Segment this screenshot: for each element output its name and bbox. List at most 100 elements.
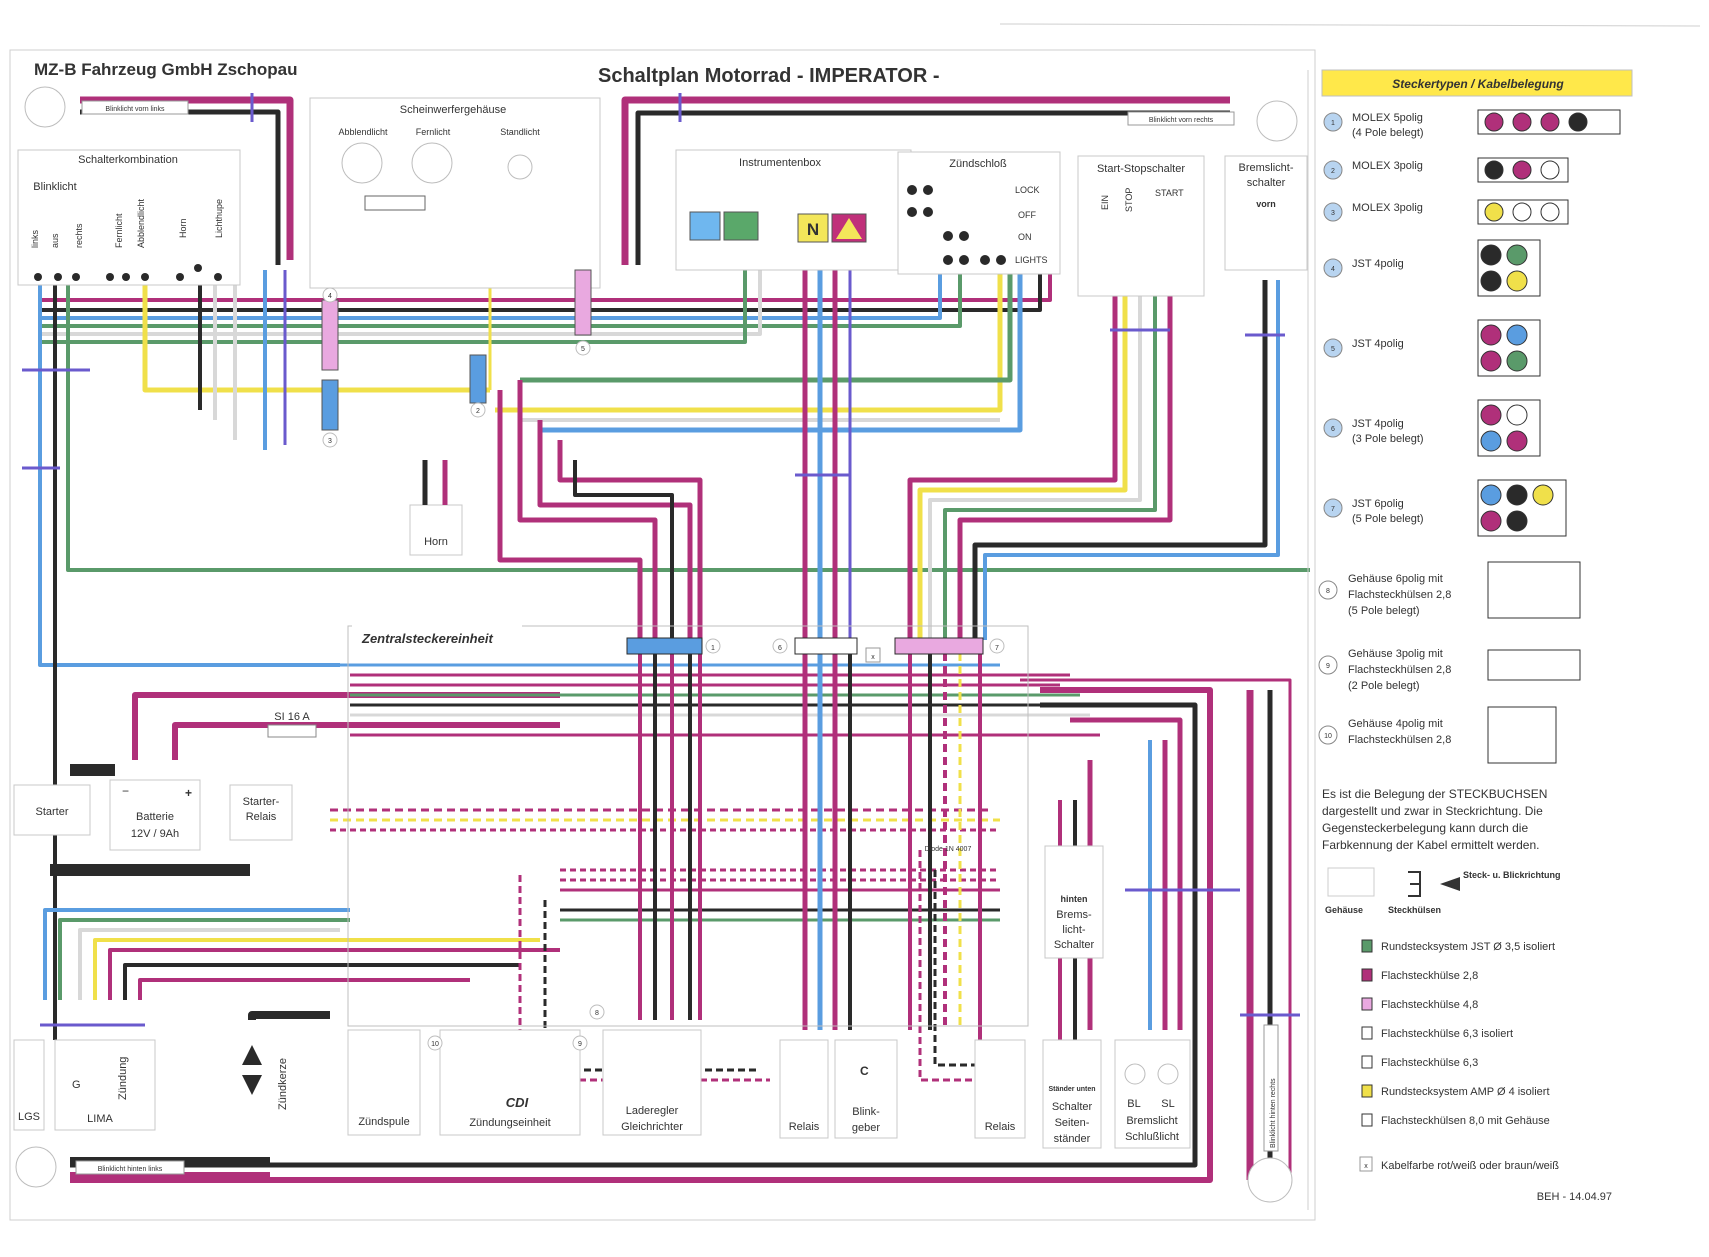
blinklicht-vorn-links-label: Blinklicht vorn links: [105, 106, 165, 113]
connector-type-name: MOLEX 3polig: [1352, 202, 1423, 214]
direction-label: Steck- u. Blickrichtung: [1463, 870, 1561, 880]
note-line2: dargestellt und zwar in Steckrichtung. D…: [1322, 804, 1543, 818]
connector-type-label: Flachsteckhülse 4,8: [1381, 999, 1478, 1011]
connector-number: 1: [1331, 120, 1335, 127]
on-label: ON: [1018, 232, 1032, 242]
zuendspule-box: [347, 1029, 421, 1136]
pin-dot: [1484, 202, 1504, 222]
relais-right-box: [974, 1039, 1026, 1139]
connector-type-name: JST 4polig: [1352, 338, 1404, 350]
blinkgeber-box: [834, 1039, 898, 1139]
gehaeuse-number: 10: [1324, 733, 1332, 740]
scheinwerfer-label: Scheinwerfergehäuse: [400, 104, 506, 116]
pin-dot: [1512, 160, 1532, 180]
scheinwerfer-box: [309, 97, 601, 289]
hinten-line3: licht-: [1062, 924, 1086, 936]
connector-type-label: Rundstecksystem AMP Ø 4 isoliert: [1381, 1086, 1550, 1098]
neutral-indicator-label: N: [807, 220, 819, 239]
note-line1: Es ist die Belegung der STECKBUCHSEN: [1322, 787, 1547, 801]
hinten-bremslicht-box: [1044, 845, 1104, 959]
connector-type-label: Flachsteckhülsen 8,0 mit Gehäuse: [1381, 1115, 1550, 1127]
horn-label: Horn: [424, 536, 448, 548]
fernlicht-label: Fernlicht: [416, 127, 451, 137]
connector-10-label: 10: [431, 1041, 439, 1048]
company-name: MZ-B Fahrzeug GmbH Zschopau: [34, 60, 298, 79]
diagram-frame: [9, 49, 1316, 1221]
lights-label: LIGHTS: [1015, 255, 1048, 265]
connector-5-label: 5: [581, 346, 585, 353]
legend-connector-row: 4 JST 4polig: [1323, 239, 1541, 297]
bremslicht-schlusslicht-box: [1114, 1039, 1191, 1149]
connector-type-entry: Rundstecksystem JST Ø 3,5 isoliert: [1361, 939, 1555, 953]
connector-type-name: MOLEX 5polig: [1352, 112, 1423, 124]
pin-dot: [1506, 324, 1528, 346]
pin-dot: [1480, 510, 1502, 532]
pin-dot: [1540, 160, 1560, 180]
blinklicht-hinten-rechts-label: Blinklicht hinten rechts: [1270, 1078, 1277, 1148]
switch-aus-label: aus: [50, 233, 60, 248]
pin-dot: [1532, 484, 1554, 506]
seitenstaender-box: [1042, 1039, 1102, 1149]
pin-dot: [1480, 324, 1502, 346]
lgs-label: LGS: [18, 1111, 40, 1123]
switch-rechts-label: rechts: [74, 223, 84, 248]
gehaeuse-shape: [1487, 649, 1581, 681]
blinklicht-hinten-links-label: Blinklicht hinten links: [98, 1166, 163, 1173]
pin-dot: [1512, 202, 1532, 222]
blinker-front-right-lamp: [1256, 100, 1298, 142]
horn-box: [409, 504, 463, 556]
gehaeuse-line3: (2 Pole belegt): [1348, 680, 1420, 692]
connector-type-icon: [1361, 968, 1373, 982]
lima-box: [54, 1039, 156, 1131]
gehaeuse-number-badge: [1318, 725, 1338, 745]
connector-number: 7: [1331, 506, 1335, 513]
batterie-box: [109, 779, 201, 851]
start-stop-box: [1077, 155, 1205, 297]
brems-schluss-line2: Schlußlicht: [1125, 1131, 1179, 1143]
seiten-line1: Schalter: [1052, 1101, 1093, 1113]
connector-type-name: MOLEX 3polig: [1352, 160, 1423, 172]
connector-number: 4: [1331, 266, 1335, 273]
connector-type-name: JST 4polig: [1352, 258, 1404, 270]
gehaeuse-shape: [1487, 706, 1557, 764]
connector-number-badge: [1323, 160, 1343, 180]
start-label: START: [1155, 188, 1184, 198]
neutral-indicator-icon: [797, 213, 829, 243]
zuendeinheit-label: Zündungseinheit: [469, 1117, 550, 1129]
connector-type-entry: Flachsteckhülsen 8,0 mit Gehäuse: [1361, 1113, 1550, 1127]
lima-label: LIMA: [87, 1113, 113, 1125]
x-legend-mark: x: [1364, 1163, 1368, 1170]
pin-dot: [1568, 112, 1588, 132]
connector-type-entry: Flachsteckhülse 6,3: [1361, 1055, 1478, 1069]
x-note: Kabelfarbe rot/weiß oder braun/weiß: [1381, 1160, 1559, 1172]
pin-dot: [1506, 510, 1528, 532]
pin-dot: [1506, 404, 1528, 426]
pin-dot: [1484, 160, 1504, 180]
connector-type-icon: [1361, 997, 1373, 1011]
connector-type-entry: Flachsteckhülse 4,8: [1361, 997, 1478, 1011]
connector-7-label: 7: [995, 645, 999, 652]
switch-fernlicht-label: Fernlicht: [114, 213, 124, 248]
stop-label: STOP: [1124, 188, 1134, 212]
sl-label: SL: [1161, 1098, 1174, 1110]
zuendkerze-label: Zündkerze: [277, 1058, 289, 1110]
note-line4: Farbkennung der Kabel ermittelt werden.: [1322, 838, 1539, 852]
pin-dot: [1480, 244, 1502, 266]
seiten-line2: Seiten-: [1055, 1117, 1090, 1129]
generator-label: G: [72, 1079, 81, 1091]
schalterkombination-label: Schalterkombination: [78, 154, 178, 166]
connector-type-icon: [1361, 1055, 1373, 1069]
batterie-label: Batterie: [136, 811, 174, 823]
gehaeuse-line3: (5 Pole belegt): [1348, 605, 1420, 617]
gehaeuse-line2: Flachsteckhülsen 2,8: [1348, 664, 1451, 676]
zentralsteckereinheit-box: [347, 625, 1029, 1027]
diode-label: Diode 1N 4007: [925, 846, 972, 853]
pin-dot: [1506, 270, 1528, 292]
connector-type-sub: (4 Pole belegt): [1352, 127, 1424, 139]
connector-8-label: 8: [595, 1010, 599, 1017]
gehaeuse-line1: Gehäuse 6polig mit: [1348, 573, 1443, 585]
headlight-indicator-icon: [689, 211, 721, 241]
